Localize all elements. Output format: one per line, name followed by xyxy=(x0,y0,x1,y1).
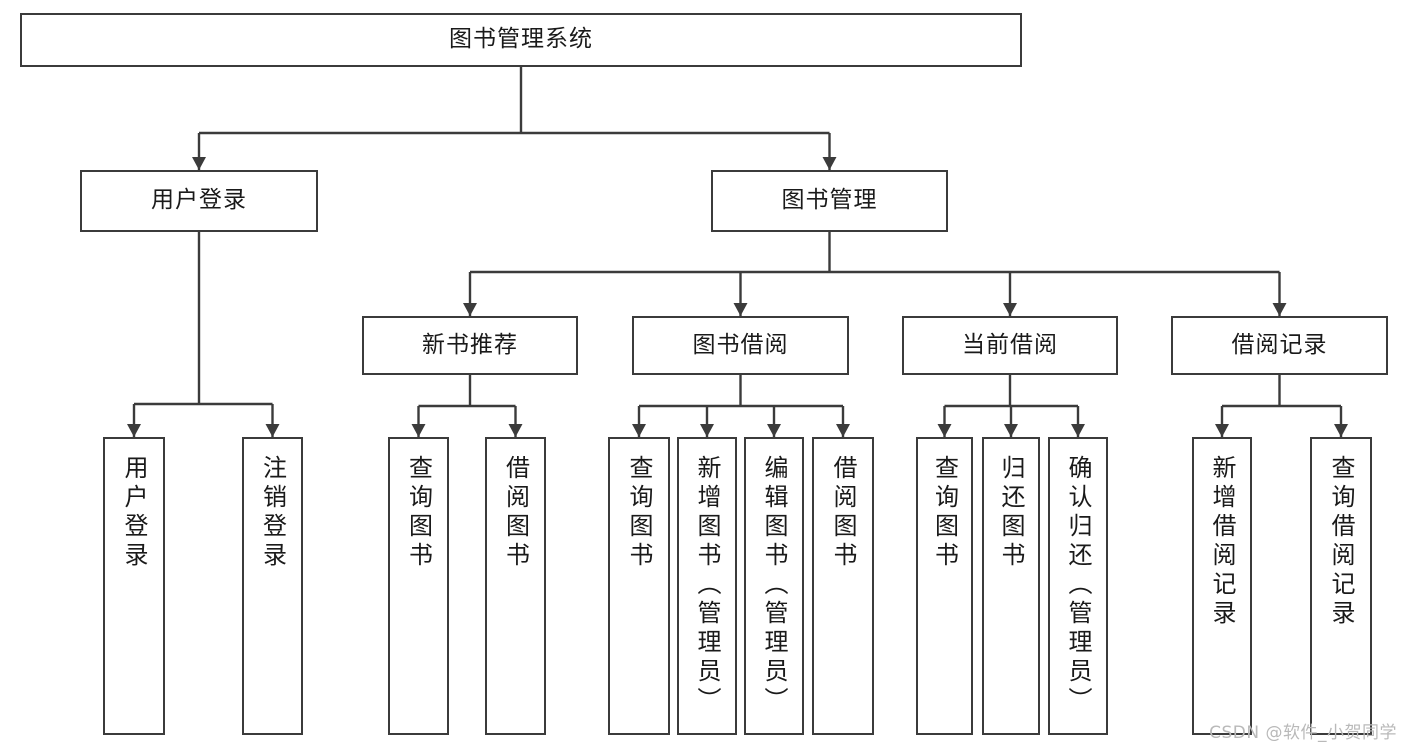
node-leaf-br-add[interactable]: 新增图书（管理员） xyxy=(677,437,737,735)
node-label: 新增图书（管理员） xyxy=(693,455,721,716)
arrowhead-icon xyxy=(1272,303,1287,316)
arrowhead-icon xyxy=(265,424,280,437)
node-l3-current[interactable]: 当前借阅 xyxy=(902,316,1118,375)
node-leaf-cb-query[interactable]: 查询图书 xyxy=(916,437,973,735)
node-l3-newbook[interactable]: 新书推荐 xyxy=(362,316,578,375)
node-label: 借阅图书 xyxy=(829,455,857,571)
node-leaf-nb-borrow[interactable]: 借阅图书 xyxy=(485,437,546,735)
node-root[interactable]: 图书管理系统 xyxy=(20,13,1022,67)
node-label: 图书管理系统 xyxy=(449,26,593,53)
node-label: 注销登录 xyxy=(258,455,287,571)
node-leaf-rc-add[interactable]: 新增借阅记录 xyxy=(1192,437,1252,735)
node-label: 图书借阅 xyxy=(692,331,789,358)
node-label: 当前借阅 xyxy=(962,331,1058,358)
node-label: 编辑图书（管理员） xyxy=(760,455,788,716)
node-leaf-cb-return[interactable]: 归还图书 xyxy=(982,437,1040,735)
node-leaf-user-login[interactable]: 用户登录 xyxy=(103,437,165,735)
arrowhead-icon xyxy=(937,424,952,437)
node-label: 归还图书 xyxy=(997,455,1025,571)
node-label: 新书推荐 xyxy=(422,331,518,358)
node-leaf-br-edit[interactable]: 编辑图书（管理员） xyxy=(744,437,804,735)
arrowhead-icon xyxy=(1071,424,1085,437)
node-l2-manage[interactable]: 图书管理 xyxy=(711,170,948,232)
node-label: 用户登录 xyxy=(151,187,247,214)
node-leaf-br-lend[interactable]: 借阅图书 xyxy=(812,437,874,735)
arrowhead-icon xyxy=(836,424,850,437)
node-label: 用户登录 xyxy=(120,455,148,571)
arrowhead-icon xyxy=(411,424,426,437)
arrowhead-icon xyxy=(1003,303,1017,316)
arrowhead-icon xyxy=(127,424,141,437)
arrowhead-icon xyxy=(1004,424,1018,437)
arrowhead-icon xyxy=(192,157,206,170)
node-leaf-nb-query[interactable]: 查询图书 xyxy=(388,437,449,735)
arrowhead-icon xyxy=(1215,424,1229,437)
node-leaf-cb-confirm[interactable]: 确认归还（管理员） xyxy=(1048,437,1108,735)
node-leaf-user-logout[interactable]: 注销登录 xyxy=(242,437,303,735)
arrowhead-icon xyxy=(632,424,646,437)
node-label: 查询图书 xyxy=(930,455,959,571)
node-l3-record[interactable]: 借阅记录 xyxy=(1171,316,1388,375)
arrowhead-icon xyxy=(767,424,781,437)
arrowhead-icon xyxy=(1334,424,1348,437)
arrowhead-icon xyxy=(700,424,714,437)
arrowhead-icon xyxy=(733,303,748,316)
arrowhead-icon xyxy=(508,424,523,437)
node-label: 查询借阅记录 xyxy=(1327,455,1355,629)
node-label: 查询图书 xyxy=(625,455,653,571)
node-leaf-rc-query[interactable]: 查询借阅记录 xyxy=(1310,437,1372,735)
node-label: 借阅图书 xyxy=(501,455,530,571)
node-l3-borrow[interactable]: 图书借阅 xyxy=(632,316,849,375)
node-leaf-br-query[interactable]: 查询图书 xyxy=(608,437,670,735)
node-label: 借阅记录 xyxy=(1231,331,1328,358)
node-label: 确认归还（管理员） xyxy=(1064,455,1092,716)
arrowhead-icon xyxy=(463,303,477,316)
node-label: 图书管理 xyxy=(781,187,878,214)
node-label: 新增借阅记录 xyxy=(1208,455,1236,629)
node-l2-login[interactable]: 用户登录 xyxy=(80,170,318,232)
node-label: 查询图书 xyxy=(404,455,433,571)
arrowhead-icon xyxy=(822,157,837,170)
